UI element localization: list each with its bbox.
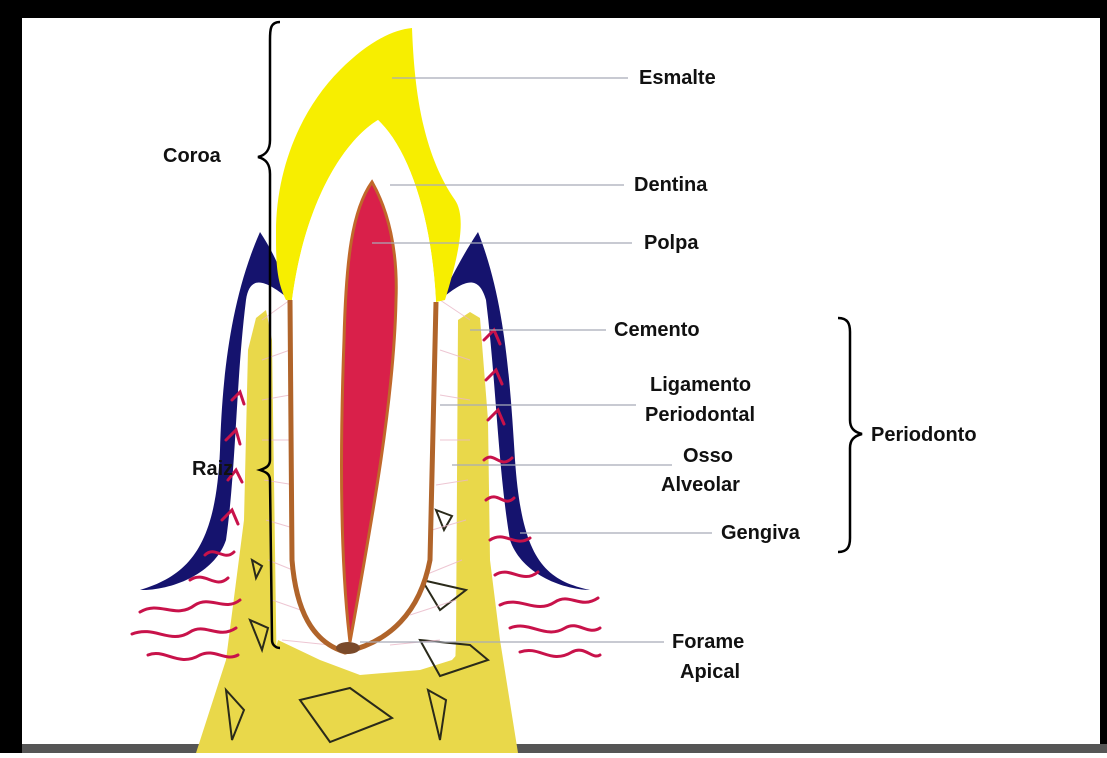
label-esmalte: Esmalte [639, 67, 716, 89]
apical-foramen-mark [336, 642, 360, 654]
label-osso-1: Osso [683, 445, 733, 467]
periodonto-brace [838, 318, 862, 552]
label-forame-2: Apical [680, 661, 740, 683]
label-forame-1: Forame [672, 631, 744, 653]
label-osso-2: Alveolar [661, 474, 740, 496]
label-periodonto: Periodonto [871, 424, 977, 446]
label-cemento: Cemento [614, 319, 700, 341]
bottom-border [22, 744, 1107, 753]
label-coroa: Coroa [163, 145, 222, 167]
label-gengiva: Gengiva [721, 522, 801, 544]
label-ligamento-2: Periodontal [645, 404, 755, 426]
label-ligamento-1: Ligamento [650, 374, 751, 396]
label-polpa: Polpa [644, 232, 699, 254]
label-raiz: Raiz [192, 458, 233, 480]
label-dentina: Dentina [634, 174, 708, 196]
right-border [1100, 0, 1107, 753]
